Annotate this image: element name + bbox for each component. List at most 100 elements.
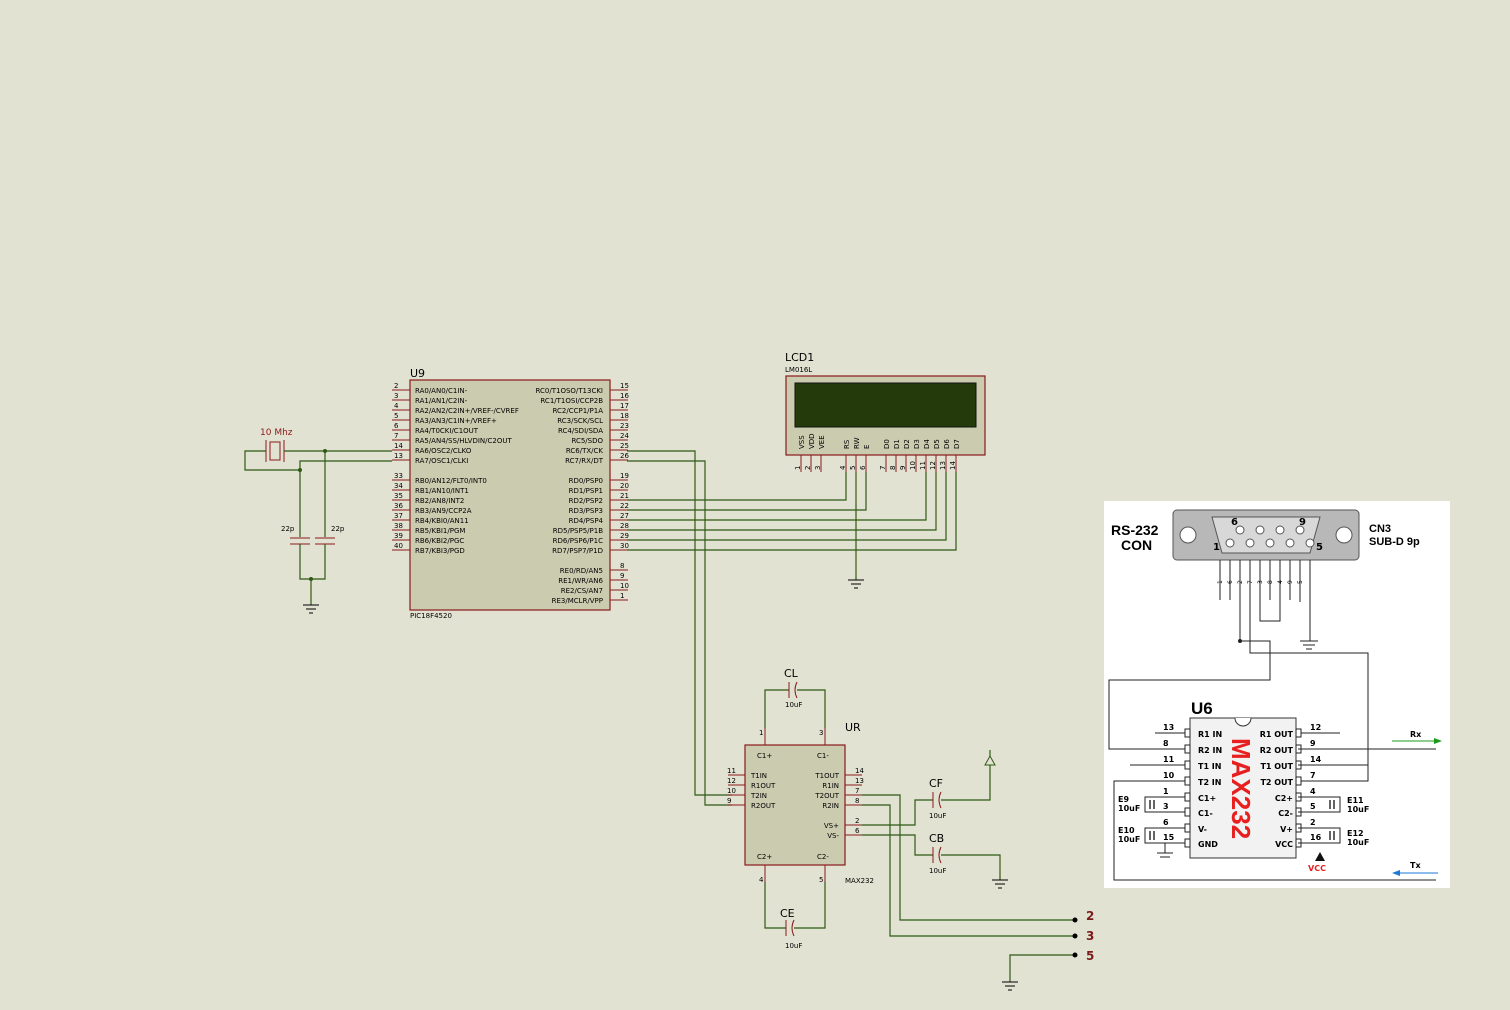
u9-pin-num: 33 xyxy=(394,472,403,480)
ur-pins: 1C1+3C1-4C2+5C2-11T1IN12R1OUT10T2IN9R2OU… xyxy=(727,728,864,884)
u9-pin-num: 30 xyxy=(620,542,629,550)
u6-pin-num: 6 xyxy=(1163,818,1169,827)
cap-e11-value: 10uF xyxy=(1347,805,1369,814)
db9-wire-num: 1 xyxy=(1217,580,1224,584)
db9-connector-icon: 6 9 1 5 xyxy=(1172,509,1360,561)
ur-pin-num: 14 xyxy=(855,767,864,775)
ur-pin-num: 11 xyxy=(727,767,736,775)
rs232-reference-figure: RS-232 CON CN3 SUB-D 9p 6 9 1 xyxy=(1104,501,1450,888)
ur-ground-icon xyxy=(992,879,1008,889)
cap-e10-ref: E10 xyxy=(1118,826,1135,835)
terminal-3: 3 xyxy=(1086,929,1094,943)
u6-pin-name: VCC xyxy=(1275,840,1293,849)
u9-pin-num: 18 xyxy=(620,412,629,420)
lcd-pin-name: D4 xyxy=(923,439,931,449)
u9-pin-num: 24 xyxy=(620,432,629,440)
lcd-display[interactable]: LCD1 LM016L VSS1VDD2VEE3RS4RW5E6D07D18D2… xyxy=(785,351,986,472)
lcd-pin-name: RW xyxy=(853,437,861,449)
ground-icon xyxy=(303,604,319,614)
u9-pin-num: 10 xyxy=(620,582,629,590)
ur-pin-name: T2IN xyxy=(750,792,767,800)
u9-pin-name: RA6/OSC2/CLKO xyxy=(415,447,472,455)
cn3-label-2: SUB-D 9p xyxy=(1369,536,1420,548)
u9-pin-name: RB4/KBI0/AN11 xyxy=(415,517,469,525)
u9-part: PIC18F4520 xyxy=(410,612,452,620)
cap-cb-value: 10uF xyxy=(929,867,946,875)
lcd-pin-num: 4 xyxy=(839,465,847,470)
svg-text:9: 9 xyxy=(1299,517,1306,528)
u6-pin-num: 10 xyxy=(1163,771,1175,780)
ur-ref: UR xyxy=(845,721,861,734)
ur-pin-num: 9 xyxy=(727,797,731,805)
u6-pin-name: V- xyxy=(1198,825,1207,834)
u9-microcontroller[interactable]: U9 PIC18F4520 2RA0/AN0/C1IN-3RA1/AN1/C2I… xyxy=(392,367,629,620)
power-arrow-icon xyxy=(984,754,996,766)
ur-pin-name: C1+ xyxy=(757,752,772,760)
u9-pin-name: RB5/KBI1/PGM xyxy=(415,527,465,535)
lcd-pin-name: D6 xyxy=(943,439,951,449)
u6-pin-name: T2 OUT xyxy=(1260,778,1293,787)
oscillator-circuit: 10 Mhz 22p 22p xyxy=(244,428,392,614)
lcd-pin-num: 14 xyxy=(949,461,957,470)
ur-pin-num: 12 xyxy=(727,777,736,785)
lcd-pin-num: 9 xyxy=(899,466,907,470)
u9-pin-num: 39 xyxy=(394,532,403,540)
u6-pin-name: R2 IN xyxy=(1198,746,1222,755)
u6-pin-pad xyxy=(1295,728,1302,738)
u9-pin-name: RE2/CS/AN7 xyxy=(561,587,603,595)
u9-pin-name: RD4/PSP4 xyxy=(569,517,604,525)
u6-pin-pad xyxy=(1295,776,1302,786)
cap-cl-ref: CL xyxy=(784,667,799,680)
u9-pin-num: 23 xyxy=(620,422,629,430)
ur-pin-name: VS+ xyxy=(824,822,839,830)
crystal-label: 10 Mhz xyxy=(260,428,293,438)
u9-pin-num: 36 xyxy=(394,502,403,510)
terminal-ground-icon xyxy=(1002,981,1018,991)
lcd-pin-name: RS xyxy=(843,439,851,449)
terminal-2: 2 xyxy=(1086,909,1094,923)
cap-cb-ref: CB xyxy=(929,832,944,845)
u6-pin-name: R1 OUT xyxy=(1260,730,1294,739)
u6-pin-name: V+ xyxy=(1280,825,1293,834)
u9-pin-num: 4 xyxy=(394,402,399,410)
u9-pin-name: RB6/KBI2/PGC xyxy=(415,537,464,545)
u9-pin-name: RA3/AN3/C1IN+/VREF+ xyxy=(415,417,497,425)
u6-pin-num: 9 xyxy=(1310,739,1316,748)
uart-wiring xyxy=(627,450,732,806)
ur-pin-name: C1- xyxy=(817,752,829,760)
u6-pin-name: T2 IN xyxy=(1198,778,1221,787)
u9-pin-name: RB2/AN8/INT2 xyxy=(415,497,464,505)
u9-pin-name: RC0/T1OSO/T13CKI xyxy=(536,387,604,395)
ur-max232[interactable]: UR MAX232 1C1+3C1-4C2+5C2-11T1IN12R1OUT1… xyxy=(727,721,874,885)
u9-pin-num: 5 xyxy=(394,412,398,420)
u9-pin-name: RD0/PSP0 xyxy=(569,477,603,485)
lcd-pin-num: 10 xyxy=(909,461,917,470)
u9-pin-num: 29 xyxy=(620,532,629,540)
u6-pin-pad xyxy=(1184,792,1191,802)
u9-pin-num: 1 xyxy=(620,592,624,600)
db9-wire-num: 6 xyxy=(1227,580,1234,584)
lcd-screen xyxy=(794,382,977,428)
u6-pin-pad xyxy=(1184,838,1191,848)
db9-terminals: 2 3 5 xyxy=(862,794,1094,991)
u9-pin-name: RB3/AN9/CCP2A xyxy=(415,507,472,515)
u9-pin-name: RA5/AN4/SS/HLVDIN/C2OUT xyxy=(415,437,512,445)
u9-pin-num: 16 xyxy=(620,392,629,400)
u9-pin-name: RD7/PSP7/P1D xyxy=(552,547,603,555)
cap-e12-ref: E12 xyxy=(1347,829,1364,838)
ur-pin-num: 4 xyxy=(759,876,764,884)
ur-pin-num: 8 xyxy=(855,797,859,805)
lcd-pin-num: 2 xyxy=(804,466,812,470)
cap-e10-value: 10uF xyxy=(1118,835,1140,844)
lcd-pin-num: 1 xyxy=(794,466,802,470)
cap-e12-value: 10uF xyxy=(1347,838,1369,847)
lcd-pin-name: VDD xyxy=(808,433,816,449)
u6-pin-num: 14 xyxy=(1310,755,1322,764)
u9-pin-num: 25 xyxy=(620,442,629,450)
ur-pin-name: C2- xyxy=(817,853,829,861)
u9-pin-num: 27 xyxy=(620,512,629,520)
vcc-arrow-icon xyxy=(1315,852,1325,861)
osc-cap1-value: 22p xyxy=(281,525,295,533)
lcd-pin-num: 13 xyxy=(939,461,947,470)
ur-pin-num: 13 xyxy=(855,777,864,785)
